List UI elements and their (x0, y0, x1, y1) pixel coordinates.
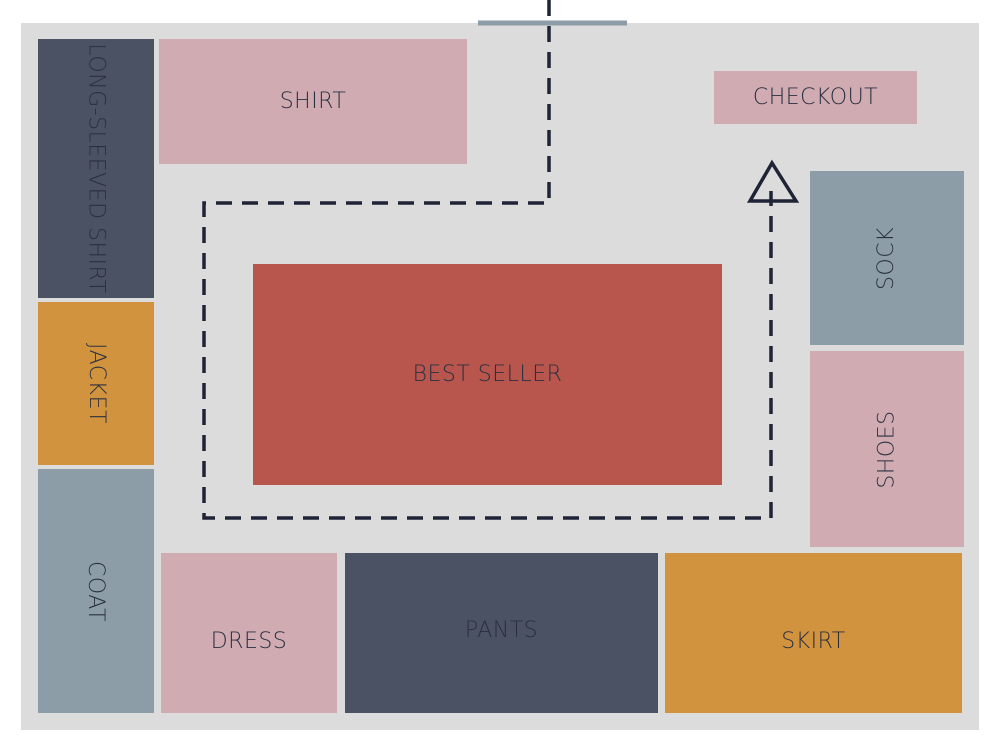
zone-jacket: JACKET (38, 302, 154, 465)
zone-label-shoes: SHOES (874, 409, 900, 489)
zone-label-best-seller: BEST SELLER (412, 362, 563, 387)
zone-label-long-sleeved-shirt: LONG-SLEEVED SHIRT (83, 43, 109, 294)
zone-label-checkout: CHECKOUT (752, 85, 879, 110)
zone-label-jacket: JACKET (83, 343, 109, 424)
zone-label-coat: COAT (83, 560, 109, 622)
zone-label-skirt: SKIRT (781, 628, 846, 654)
zone-long-sleeved-shirt: LONG-SLEEVED SHIRT (38, 39, 154, 298)
zone-label-shirt: SHIRT (279, 89, 347, 114)
zone-pants: PANTS (345, 553, 658, 713)
zone-label-dress: DRESS (210, 628, 288, 654)
zone-skirt: SKIRT (665, 553, 962, 713)
zone-dress: DRESS (161, 553, 337, 713)
zone-coat: COAT (38, 469, 154, 713)
zone-sock: SOCK (810, 171, 964, 345)
zone-shoes: SHOES (810, 351, 964, 547)
zone-best-seller: BEST SELLER (253, 264, 722, 485)
zone-checkout: CHECKOUT (714, 71, 917, 124)
zone-label-pants: PANTS (464, 617, 539, 643)
zone-shirt: SHIRT (159, 39, 467, 164)
zone-label-sock: SOCK (874, 226, 900, 290)
